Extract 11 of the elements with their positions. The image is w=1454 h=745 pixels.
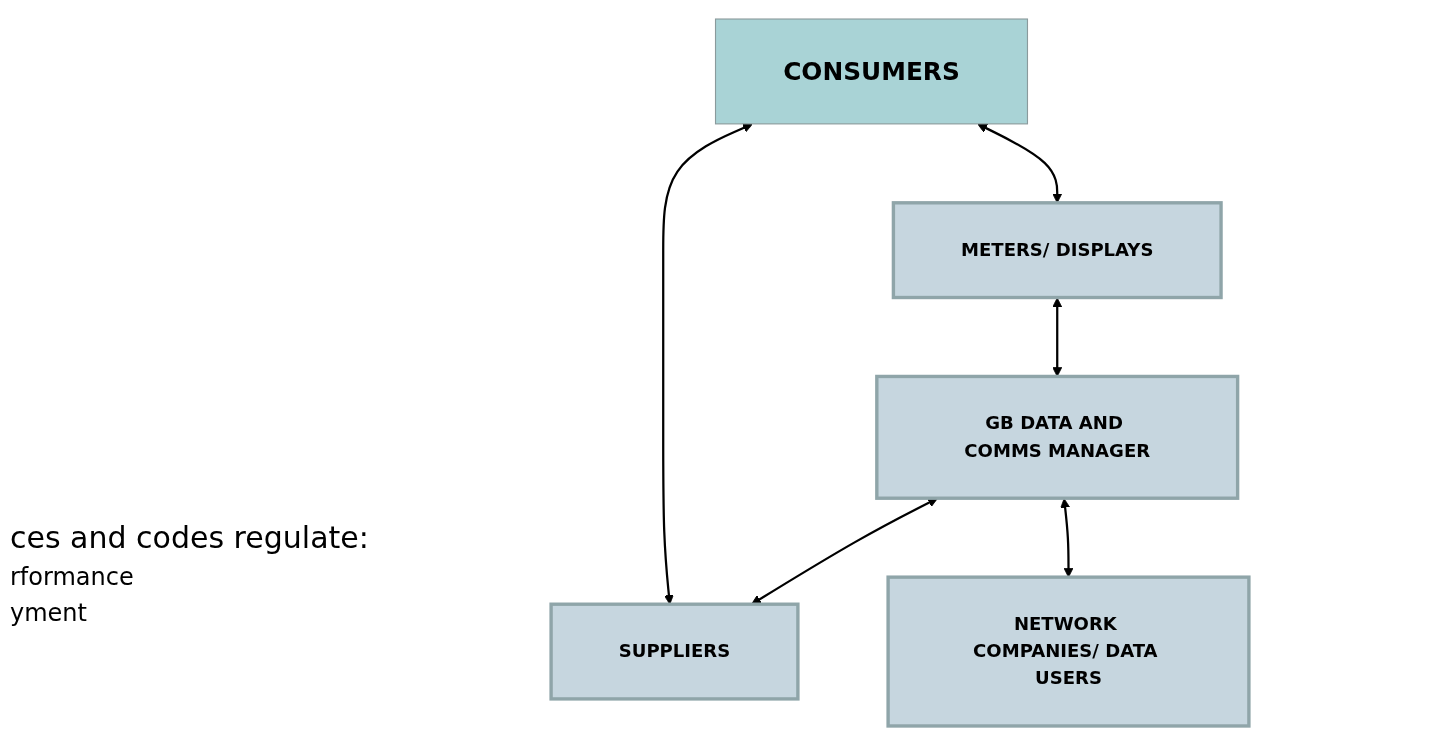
node-box: CONSUMERS: [714, 18, 1029, 125]
arrow: [1052, 297, 1063, 377]
node-box: SUPPLIERS: [549, 602, 800, 701]
node-box: GB DATA AND COMMS MANAGER: [875, 374, 1240, 500]
arrow: [1060, 498, 1074, 578]
arrow: [662, 123, 753, 605]
bullet-text: yment: [10, 599, 88, 627]
bullet-text: rformance: [10, 563, 135, 591]
node-box: METERS/ DISPLAYS: [891, 201, 1223, 300]
node-box: NETWORK COMPANIES/ DATA USERS: [886, 575, 1251, 728]
note-text: ces and codes regulate:: [10, 520, 369, 555]
